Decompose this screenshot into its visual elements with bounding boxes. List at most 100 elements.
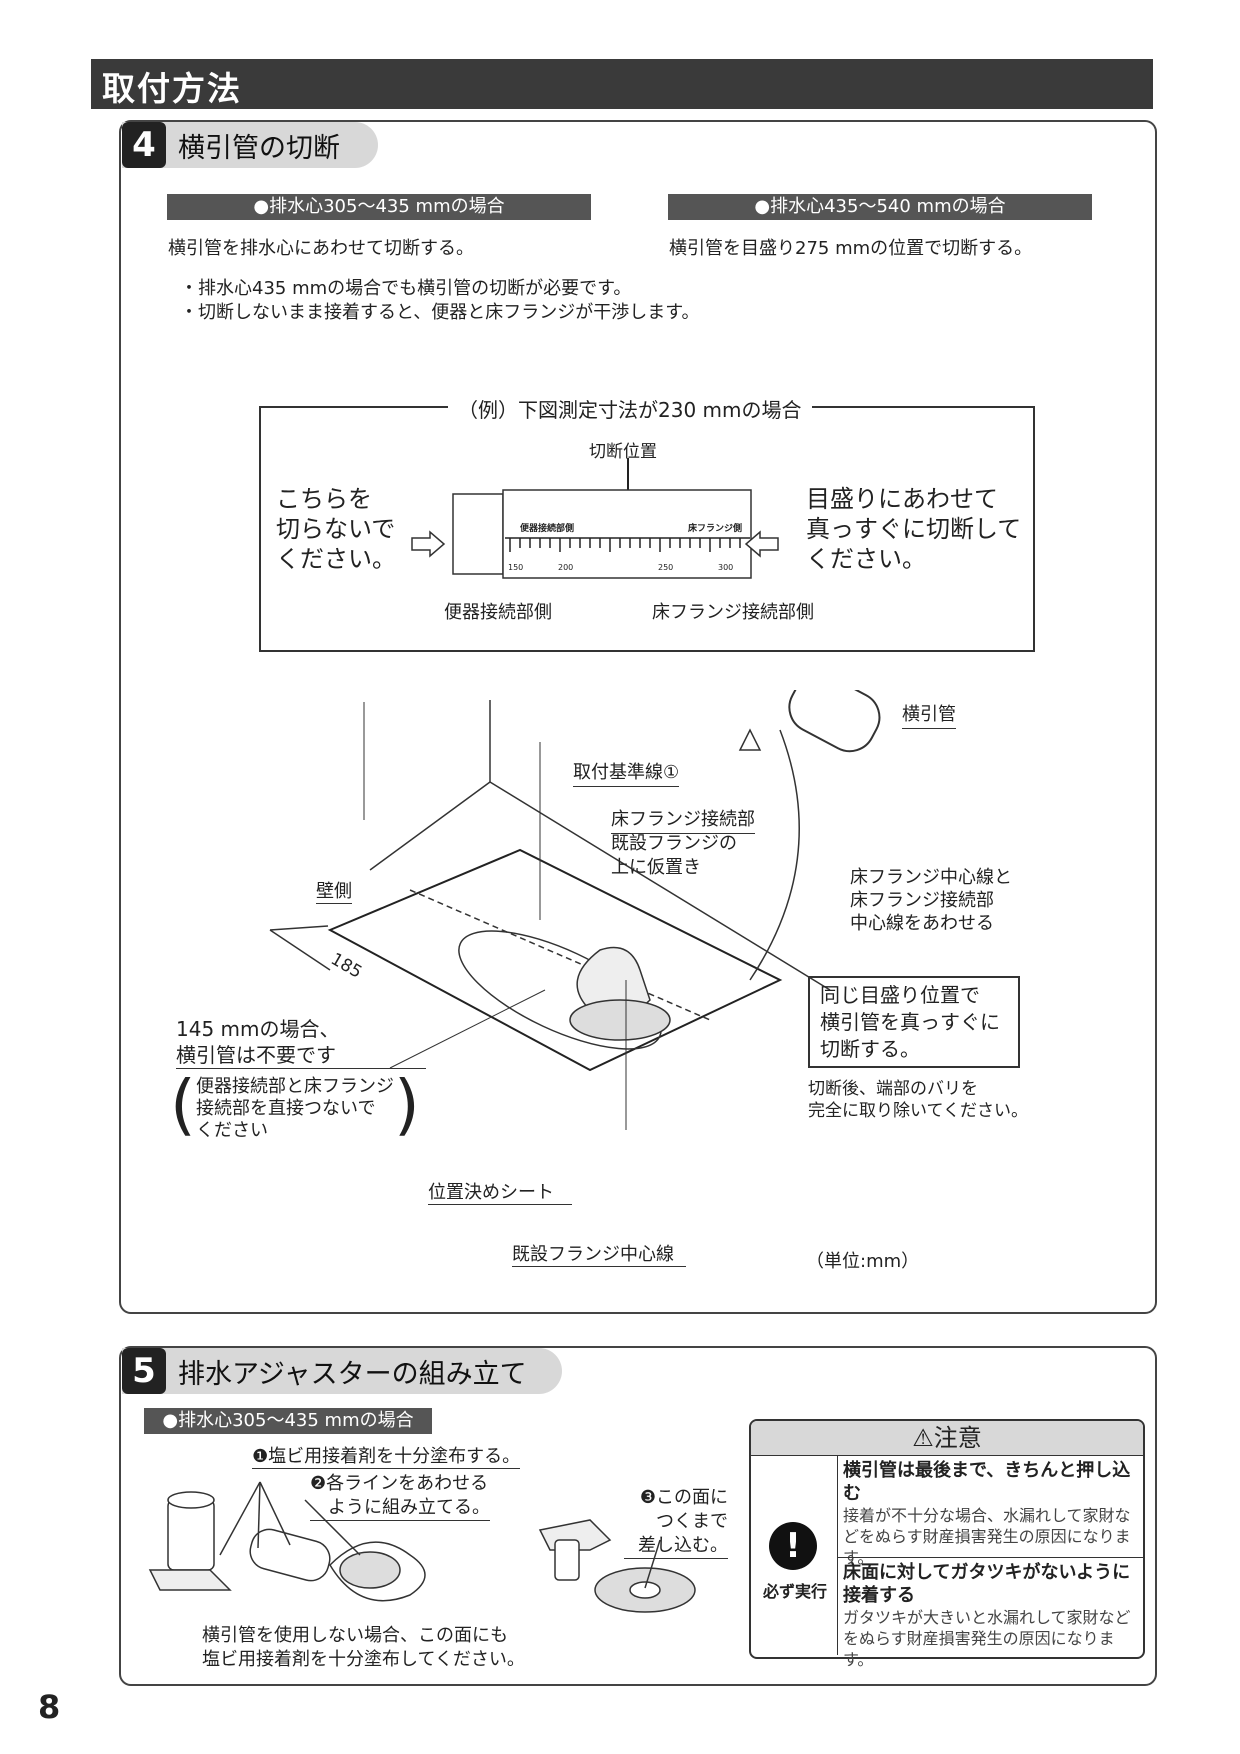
flange-note: 既設フランジの 上に仮置き bbox=[611, 832, 737, 880]
tick-200: 200 bbox=[558, 563, 573, 572]
step4-number: 4 bbox=[122, 122, 166, 168]
flange-note-2: 上に仮置き bbox=[611, 857, 701, 878]
case145-1: 145 mmの場合、 bbox=[176, 1017, 340, 1041]
tick-150: 150 bbox=[508, 563, 523, 572]
step5-number: 5 bbox=[122, 1348, 166, 1394]
burr-note: 切断後、端部のバリを 完全に取り除いてください。 bbox=[808, 1078, 1028, 1122]
example-right-text: 目盛りにあわせて 真っすぐに切断して ください。 bbox=[806, 484, 1021, 574]
case145-note: 145 mmの場合、 横引管は不要です bbox=[176, 1016, 426, 1069]
step5-bottom-note: 横引管を使用しない場合、この面にも 塩ビ用接着剤を十分塗布してください。 bbox=[202, 1624, 525, 1672]
label3-2: つくまで bbox=[656, 1511, 728, 1532]
center-note-1: 床フランジ中心線と bbox=[850, 867, 1012, 888]
caution-left-column: ! 必ず実行 bbox=[751, 1456, 838, 1655]
step4-left-subheading: ●排水心305～435 mmの場合 bbox=[167, 194, 591, 220]
right-line-3: ください。 bbox=[806, 545, 926, 573]
must-do-label: 必ず実行 bbox=[762, 1582, 827, 1601]
flange-conn-label: 床フランジ接続部 bbox=[611, 805, 755, 834]
center-note-3: 中心線をあわせる bbox=[850, 913, 994, 934]
item2-title-2: 接着する bbox=[843, 1585, 915, 1606]
step5-title: 排水アジャスターの組み立て bbox=[178, 1359, 527, 1390]
step5-label2: ❷各ラインをあわせる ように組み立てる。 bbox=[310, 1472, 490, 1521]
ruler-right-label: 床フランジ側 bbox=[688, 522, 742, 534]
adjuster-base bbox=[569, 999, 671, 1041]
curved-arrow bbox=[749, 729, 800, 981]
example-left-text: こちらを 切らないで ください。 bbox=[276, 484, 396, 574]
bottom-note-1: 横引管を使用しない場合、この面にも bbox=[202, 1625, 508, 1646]
tick-300: 300 bbox=[718, 563, 733, 572]
item2-text-2: をぬらす財産損害発生の原因になります。 bbox=[843, 1629, 1115, 1669]
step4-note-1: ・排水心435 mmの場合でも横引管の切断が必要です。 bbox=[180, 278, 632, 299]
pipe-part bbox=[249, 1528, 331, 1582]
cut-box-3: 切断する。 bbox=[820, 1037, 920, 1061]
item1-text-2: どをぬらす財産損害発生の原因になりま bbox=[843, 1527, 1131, 1546]
step5-label1: ❶塩ビ用接着剤を十分塗布する。 bbox=[252, 1442, 521, 1469]
paren-note: 便器接続部と床フランジ 接続部を直接つないで ください bbox=[196, 1076, 394, 1142]
caution-title: 注意 bbox=[933, 1424, 982, 1452]
warning-icon: ⚠ bbox=[912, 1424, 934, 1452]
adjuster-parts-diagram bbox=[148, 1481, 696, 1613]
left-line-3: ください。 bbox=[276, 545, 396, 573]
base-line-label: 取付基準線① bbox=[573, 758, 680, 787]
leader-sheet bbox=[389, 989, 546, 1069]
ruler-left-label: 便器接続部側 bbox=[520, 522, 574, 534]
ruler-body bbox=[502, 489, 752, 579]
step4-panel bbox=[119, 120, 1157, 1314]
unit-label: （単位:mm） bbox=[806, 1251, 920, 1272]
step5-subheading: ●排水心305～435 mmの場合 bbox=[144, 1408, 432, 1434]
left-hollow-arrow bbox=[411, 530, 446, 558]
pipe-label: 横引管 bbox=[902, 700, 956, 729]
cut-box-1: 同じ目盛り位置で bbox=[820, 983, 980, 1007]
curved-arrow-head bbox=[738, 728, 762, 751]
page-number: 8 bbox=[38, 1688, 61, 1726]
paren-left: ( bbox=[170, 1066, 196, 1143]
left-line-1: こちらを bbox=[276, 485, 372, 513]
bowl-outline bbox=[458, 930, 662, 1050]
center-lines-note: 床フランジ中心線と 床フランジ接続部 中心線をあわせる bbox=[850, 866, 1012, 935]
tick-250: 250 bbox=[658, 563, 673, 572]
header-bar bbox=[91, 59, 1153, 109]
cut-position-label: 切断位置 bbox=[589, 442, 657, 462]
center-note-2: 床フランジ接続部 bbox=[850, 890, 994, 911]
sheet-label: 位置決めシート bbox=[428, 1178, 572, 1205]
dim-185 bbox=[269, 929, 331, 971]
right-line-2: 真っすぐに切断して bbox=[806, 515, 1022, 543]
left-line-2: 切らないで bbox=[276, 515, 396, 543]
item1-text-1: 接着が不十分な場合、水漏れして家財な bbox=[843, 1506, 1131, 1525]
page-title: 取付方法 bbox=[102, 69, 242, 108]
item2-text-1: ガタツキが大きいと水漏れして家財など bbox=[843, 1608, 1131, 1627]
install-diagram bbox=[269, 690, 881, 1130]
burr-note-2: 完全に取り除いてください。 bbox=[808, 1101, 1028, 1121]
sheet-center-dash bbox=[409, 889, 711, 1021]
step4-right-text: 横引管を目盛り275 mmの位置で切断する。 bbox=[669, 238, 1033, 259]
paren-right: ) bbox=[394, 1066, 420, 1143]
center-label: 既設フランジ中心線 bbox=[512, 1240, 686, 1267]
exclamation-icon: ! bbox=[769, 1522, 817, 1570]
cut-box-2: 横引管を真っすぐに bbox=[820, 1010, 1000, 1034]
burr-note-1: 切断後、端部のバリを bbox=[808, 1079, 978, 1099]
wall-line-top bbox=[489, 781, 831, 991]
paren-note-1: 便器接続部と床フランジ bbox=[196, 1076, 394, 1097]
caution-item2: 床面に対してガタツキがないように 接着する ガタツキが大きいと水漏れして家財など… bbox=[843, 1561, 1139, 1670]
ruler-stub bbox=[452, 493, 504, 575]
step4-title: 横引管の切断 bbox=[178, 133, 340, 164]
label2-2: ように組み立てる。 bbox=[328, 1497, 490, 1518]
step4-left-text: 横引管を排水心にあわせて切断する。 bbox=[168, 238, 474, 259]
caution-header: ⚠注意 bbox=[751, 1421, 1143, 1456]
flange-note-1: 既設フランジの bbox=[611, 833, 737, 854]
bottom-note-2: 塩ビ用接着剤を十分塗布してください。 bbox=[202, 1649, 525, 1670]
bottom-right-label: 床フランジ接続部側 bbox=[652, 602, 814, 623]
item1-title: 横引管は最後まで、きちんと押し込む bbox=[843, 1460, 1131, 1504]
step5-tab bbox=[122, 1348, 562, 1394]
wall-line-left bbox=[369, 781, 491, 871]
paren-note-2: 接続部を直接つないで bbox=[196, 1098, 376, 1119]
bottom-left-label: 便器接続部側 bbox=[444, 602, 552, 623]
socket-elbow bbox=[148, 1569, 232, 1591]
case145-2: 横引管は不要です bbox=[176, 1043, 336, 1067]
right-line-1: 目盛りにあわせて bbox=[806, 485, 998, 513]
ruler-ticks bbox=[505, 537, 750, 552]
cut-box: 同じ目盛り位置で 横引管を真っすぐに 切断する。 bbox=[808, 976, 1020, 1068]
right-hollow-arrow bbox=[744, 530, 779, 558]
paren-note-3: ください bbox=[196, 1120, 268, 1141]
example-title: （例）下図測定寸法が230 mmの場合 bbox=[448, 394, 812, 423]
label2-1: ❷各ラインをあわせる bbox=[310, 1473, 489, 1494]
